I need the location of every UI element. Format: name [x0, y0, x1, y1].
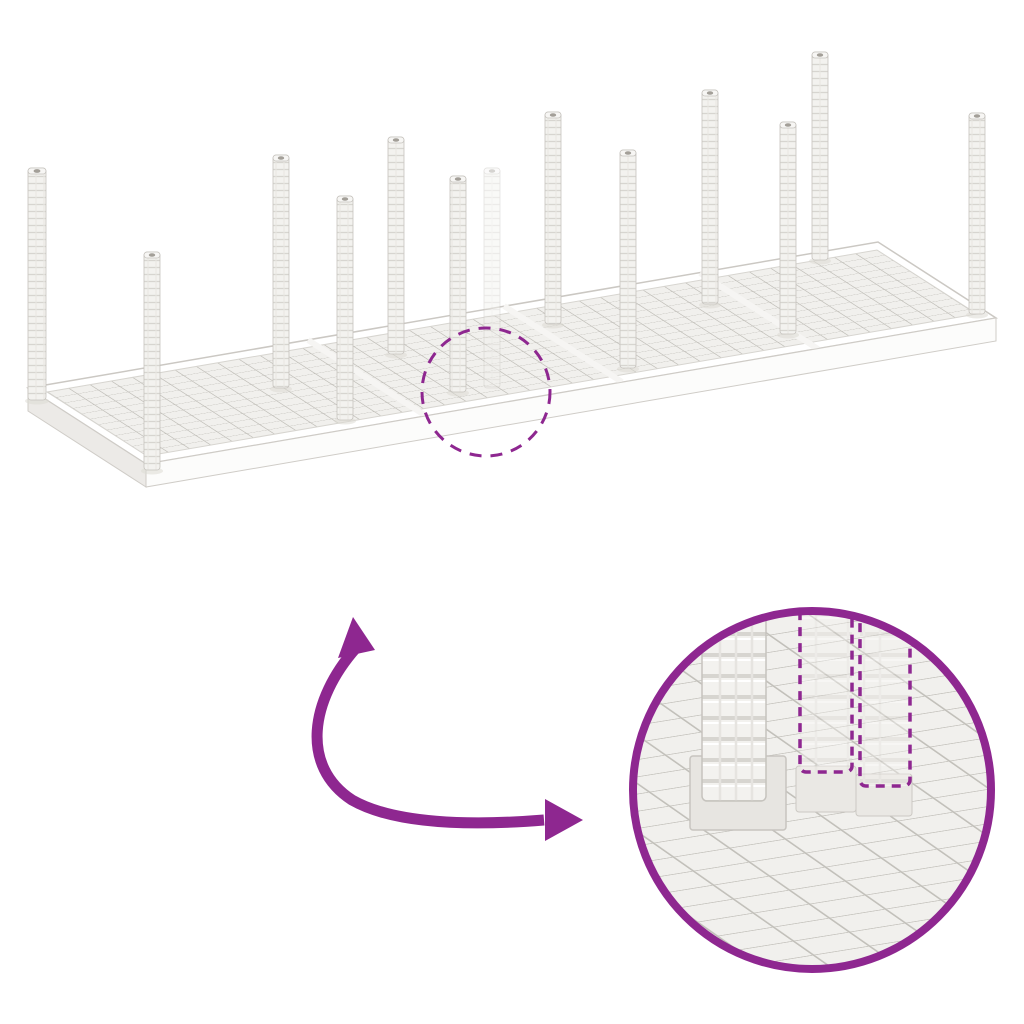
- zoom-ghost-peg-2: [860, 611, 910, 786]
- peg-8: [542, 111, 564, 329]
- peg-body: [483, 167, 501, 389]
- peg-body: [387, 136, 405, 355]
- pegs: [25, 51, 988, 475]
- peg-cap: [483, 167, 501, 175]
- deck-section-seams: [306, 270, 820, 419]
- peg-5: [385, 136, 407, 359]
- peg-body: [449, 175, 467, 393]
- peg-body: [779, 121, 797, 335]
- zoom-content: [633, 611, 991, 969]
- deck-left-edge: [27, 387, 147, 488]
- peg-hole: [277, 156, 285, 160]
- peg-body: [143, 251, 161, 471]
- peg-body: [272, 154, 290, 389]
- slot-outline-2: [858, 611, 912, 788]
- peg-hole: [454, 177, 462, 181]
- ghost-peg: [483, 167, 501, 389]
- slot-outline-1: [798, 611, 854, 774]
- peg-3: [270, 154, 292, 393]
- peg-body: [336, 195, 354, 421]
- peg-12: [809, 51, 831, 265]
- peg-hole: [549, 113, 557, 117]
- peg-hole: [784, 123, 792, 127]
- arrow-curve: [311, 644, 545, 829]
- peg-hole: [341, 197, 349, 201]
- peg-9: [617, 149, 639, 373]
- zoom-detail: [629, 607, 995, 973]
- peg-10: [699, 89, 721, 309]
- peg-11: [777, 121, 799, 339]
- zoom-circle-border: [629, 607, 995, 973]
- peg-hole: [392, 138, 400, 142]
- peg-2: [141, 251, 163, 475]
- peg-body: [968, 112, 986, 315]
- peg-hole: [973, 114, 981, 118]
- peg-hole: [488, 169, 496, 173]
- peg-4: [334, 195, 356, 425]
- peg-body: [544, 111, 562, 325]
- peg-1: [25, 167, 49, 405]
- peg-hole: [816, 53, 824, 57]
- peg-hole: [706, 91, 714, 95]
- peg-body: [701, 89, 719, 305]
- peg-body: [811, 51, 829, 261]
- peg-13: [966, 112, 988, 319]
- peg-hole: [624, 151, 632, 155]
- peg-6: [447, 175, 469, 397]
- peg-hole: [148, 253, 156, 257]
- arrow-head-up-icon: [338, 617, 375, 658]
- rotation-arrow: [311, 617, 583, 841]
- zoom-ghost-peg-1: [800, 611, 852, 772]
- highlight-circle: [420, 326, 552, 458]
- grid-base: [25, 241, 999, 488]
- peg-hole: [33, 169, 41, 173]
- peg-body: [27, 167, 47, 401]
- peg-body: [619, 149, 637, 369]
- arrow-head-right-icon: [545, 799, 583, 841]
